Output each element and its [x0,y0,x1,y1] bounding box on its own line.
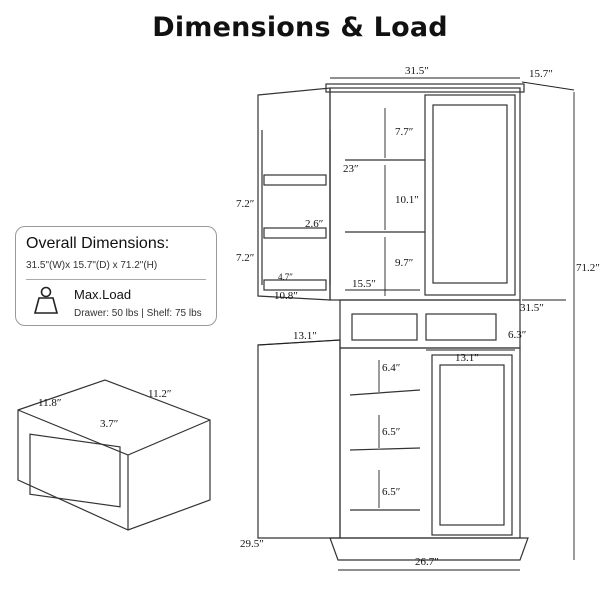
max-load-detail: Drawer: 50 lbs | Shelf: 75 lbs [74,308,202,319]
overall-dimensions-value: 31.5"(W)x 15.7"(D) x 71.2"(H) [26,260,158,271]
label-inner-depth: 15.5″ [352,278,376,290]
drawer-section [339,299,521,349]
door-rack-1 [263,174,327,186]
max-load-heading: Max.Load [74,287,132,302]
label-door-right: 13.1″ [455,352,479,364]
label-shelf-gap-top: 7.7″ [395,126,414,138]
upper-right-door [424,94,516,296]
cabinet-base [329,537,529,561]
page-title: Dimensions & Load [152,12,448,43]
label-rack-gap: 2.6″ [305,218,324,230]
label-mid-width: 31.5″ [520,302,544,314]
drawer-illustration [17,379,211,531]
upper-left-door [257,87,331,301]
lower-right-door [431,354,513,536]
label-door-rack-b: 7.2″ [236,252,255,264]
label-base-width: 26.7″ [415,556,439,568]
card-divider [26,279,206,280]
label-pull-b: 6.5″ [382,426,401,438]
door-rack-3 [263,279,327,291]
label-drawer-depth: 11.8″ [38,397,62,409]
label-base-depth: 29.5″ [240,538,264,550]
lower-left-door [257,339,341,539]
weight-icon [33,286,59,314]
label-drawer-width: 11.2″ [148,388,172,400]
label-door-left: 13.1″ [293,330,317,342]
label-rack-depth: 4.7″ [278,272,293,282]
label-pull-c: 6.5″ [382,486,401,498]
label-shelf-low: 9.7″ [395,257,414,269]
label-shelf-mid: 10.1″ [395,194,419,206]
label-door-rack-a: 7.2″ [236,198,255,210]
lower-shelves [349,389,421,511]
label-side-depth: 23″ [343,163,359,175]
label-pull-a: 6.4″ [382,362,401,374]
label-drawer-height: 6.3″ [508,329,527,341]
overall-dimensions-card: Overall Dimensions: 31.5"(W)x 15.7"(D) x… [15,226,217,326]
label-top-width: 31.5″ [405,65,429,77]
label-top-depth: 15.7″ [529,68,553,80]
drawer-left [351,313,418,341]
overall-dimensions-heading: Overall Dimensions: [26,235,170,252]
label-rack-width: 10.8″ [274,290,298,302]
door-rack-2 [263,227,327,239]
drawer-right [425,313,497,341]
label-height: 71.2″ [576,262,600,274]
label-drawer-height-2: 3.7″ [100,418,119,430]
